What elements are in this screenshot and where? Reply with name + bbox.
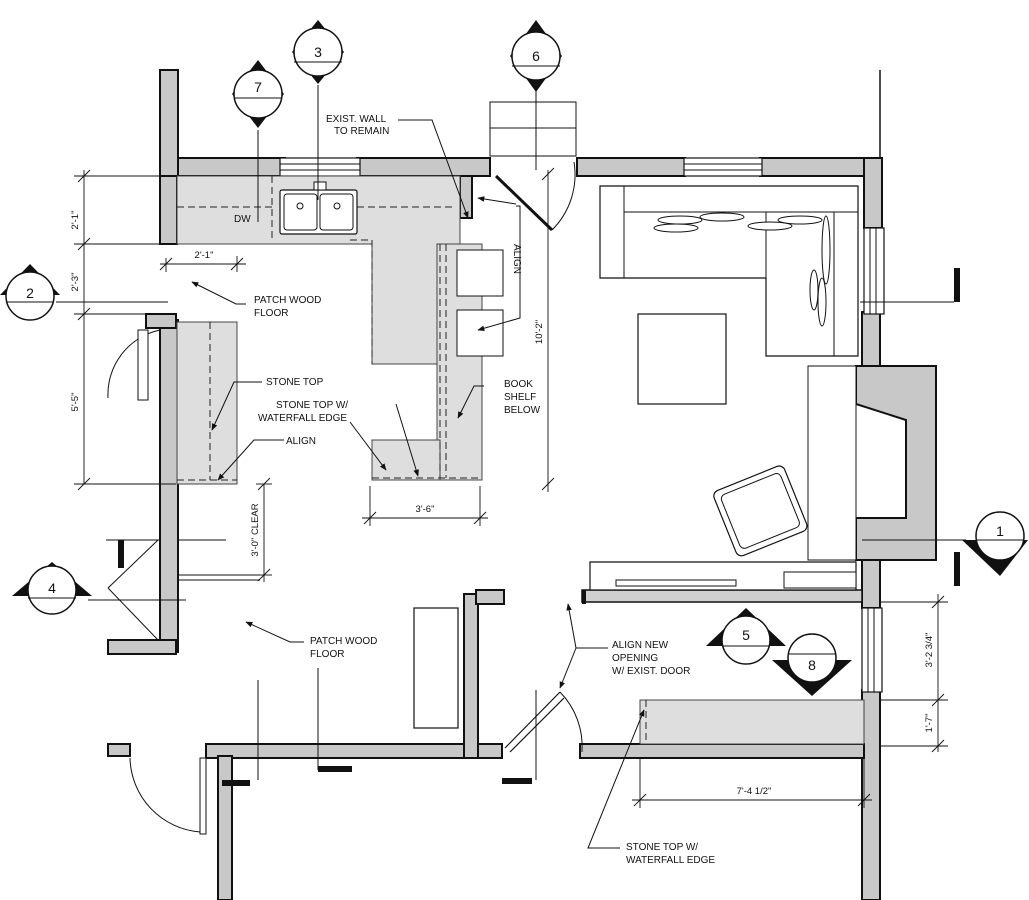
annotation-labels: EXIST. WALL TO REMAIN DW PATCH WOOD FLOO… — [234, 114, 715, 866]
label-align-left: ALIGN — [286, 436, 316, 447]
dim-2-1-vertical: 2'-1" — [70, 211, 81, 230]
callout-1: 1 — [962, 511, 1028, 576]
label-stone-top: STONE TOP — [266, 377, 324, 388]
label-book: BOOK — [504, 379, 533, 390]
label-align-new: ALIGN NEW — [612, 640, 669, 651]
svg-text:1: 1 — [996, 523, 1004, 539]
leader-lines — [191, 119, 645, 849]
furniture — [413, 101, 859, 729]
stools — [456, 249, 504, 357]
label-floor-bottom: FLOOR — [310, 649, 344, 660]
kitchen-counters — [176, 175, 865, 745]
label-stone-waterfall-bottom-1: STONE TOP W/ — [626, 842, 698, 853]
svg-text:5: 5 — [742, 627, 750, 643]
label-align-vertical: ALIGN — [511, 244, 522, 274]
label-stone-waterfall-bottom-2: WATERFALL EDGE — [626, 855, 715, 866]
label-stone-waterfall-1: STONE TOP W/ — [276, 400, 348, 411]
section-cut-marks — [118, 268, 960, 786]
label-shelf: SHELF — [504, 392, 536, 403]
label-floor-top: FLOOR — [254, 308, 288, 319]
label-stone-waterfall-2: WATERFALL EDGE — [258, 413, 347, 424]
doors — [107, 161, 583, 835]
callout-4: 4 — [12, 562, 92, 615]
svg-text:2: 2 — [26, 285, 34, 301]
walls — [107, 69, 937, 900]
svg-text:6: 6 — [532, 48, 540, 64]
dim-5-5-vertical: 5'-5" — [70, 393, 81, 412]
callout-6: 6 — [510, 20, 562, 92]
callout-8: 8 — [772, 633, 852, 696]
dim-2-3-vertical: 2'-3" — [70, 273, 81, 292]
label-patch-wood-bottom: PATCH WOOD — [310, 636, 377, 647]
sink — [279, 181, 358, 235]
windows — [279, 157, 885, 693]
svg-text:7: 7 — [254, 79, 262, 95]
label-exist-wall: EXIST. WALL — [326, 114, 387, 125]
label-exist-door: W/ EXIST. DOOR — [612, 666, 690, 677]
dim-7-4-12: 7'-4 1/2" — [737, 786, 772, 797]
label-to-remain: TO REMAIN — [334, 126, 389, 137]
svg-text:3: 3 — [314, 44, 322, 60]
callout-3: 3 — [292, 20, 344, 84]
dim-1-7: 1'-7" — [924, 714, 935, 733]
dim-3-2-34: 3'-2 3/4" — [924, 633, 935, 668]
svg-text:4: 4 — [48, 580, 56, 596]
label-opening: OPENING — [612, 653, 658, 664]
dim-10-2: 10'-2" — [534, 320, 545, 344]
dim-3-0-clear: 3'-0" CLEAR — [250, 503, 261, 556]
cabinet-dashes — [177, 176, 647, 744]
svg-text:8: 8 — [808, 657, 816, 673]
dimension-texts: 2'-1" 2'-3" 5'-5" 2'-1" 10'-2" 3'-6" 3'-… — [70, 211, 935, 797]
section-lines — [56, 85, 966, 780]
callout-2: 2 — [0, 264, 60, 321]
dim-3-6: 3'-6" — [416, 504, 435, 515]
callout-7: 7 — [232, 60, 284, 128]
callout-5: 5 — [706, 608, 786, 665]
label-below: BELOW — [504, 405, 541, 416]
label-dw: DW — [234, 214, 251, 225]
dim-2-1-horizontal: 2'-1" — [195, 250, 214, 261]
dimension-lines — [74, 167, 948, 808]
label-patch-wood-top: PATCH WOOD — [254, 295, 321, 306]
